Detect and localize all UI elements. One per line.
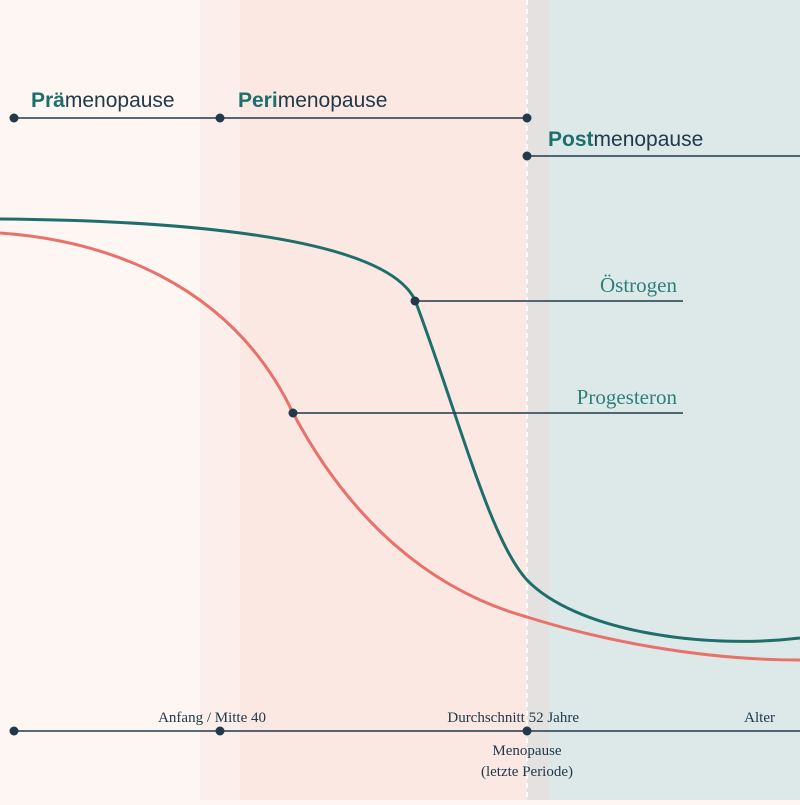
phase-label-pre: Prämenopause (31, 89, 175, 112)
zone-postmenopause-bg (527, 0, 800, 800)
menopause-caption-line2: (letzte Periode) (481, 764, 573, 780)
estrogen-marker-dot (410, 296, 420, 306)
phase-dot-post-start (522, 151, 532, 161)
progesterone-curve (0, 231, 800, 662)
zone-blend-pre-peri (200, 0, 240, 800)
age-axis-dot-40 (215, 726, 225, 736)
age-axis-dot-start (9, 726, 19, 736)
phase-label-peri-rest: menopause (278, 89, 388, 112)
phase-dot-peri-start (215, 113, 225, 123)
progesterone-marker-dot (288, 408, 298, 418)
estrogen-label: Östrogen (600, 273, 677, 297)
age-axis-dot-52 (522, 726, 532, 736)
phase-label-post: Postmenopause (548, 128, 703, 151)
age-axis-label: Alter (744, 710, 775, 726)
zone-perimenopause-bg (200, 0, 545, 800)
age-label-early-mid-40: Anfang / Mitte 40 (158, 710, 266, 726)
phase-label-peri: Perimenopause (238, 89, 387, 112)
phase-label-pre-rest: menopause (65, 89, 175, 112)
phase-dot-pre-start (9, 113, 19, 123)
estrogen-curve (0, 217, 800, 643)
phase-label-post-bold: Post (548, 128, 594, 151)
phase-label-peri-bold: Peri (238, 89, 278, 112)
phase-label-post-rest: menopause (594, 128, 704, 151)
menopause-caption-line1: Menopause (492, 743, 561, 759)
progesterone-label: Progesteron (577, 385, 678, 409)
phase-label-pre-bold: Prä (31, 89, 65, 112)
zone-blend-peri-post (527, 0, 549, 800)
zone-premenopause-bg (0, 0, 220, 800)
phase-dot-peri-end (522, 113, 532, 123)
age-label-average-52: Durchschnitt 52 Jahre (447, 710, 579, 726)
